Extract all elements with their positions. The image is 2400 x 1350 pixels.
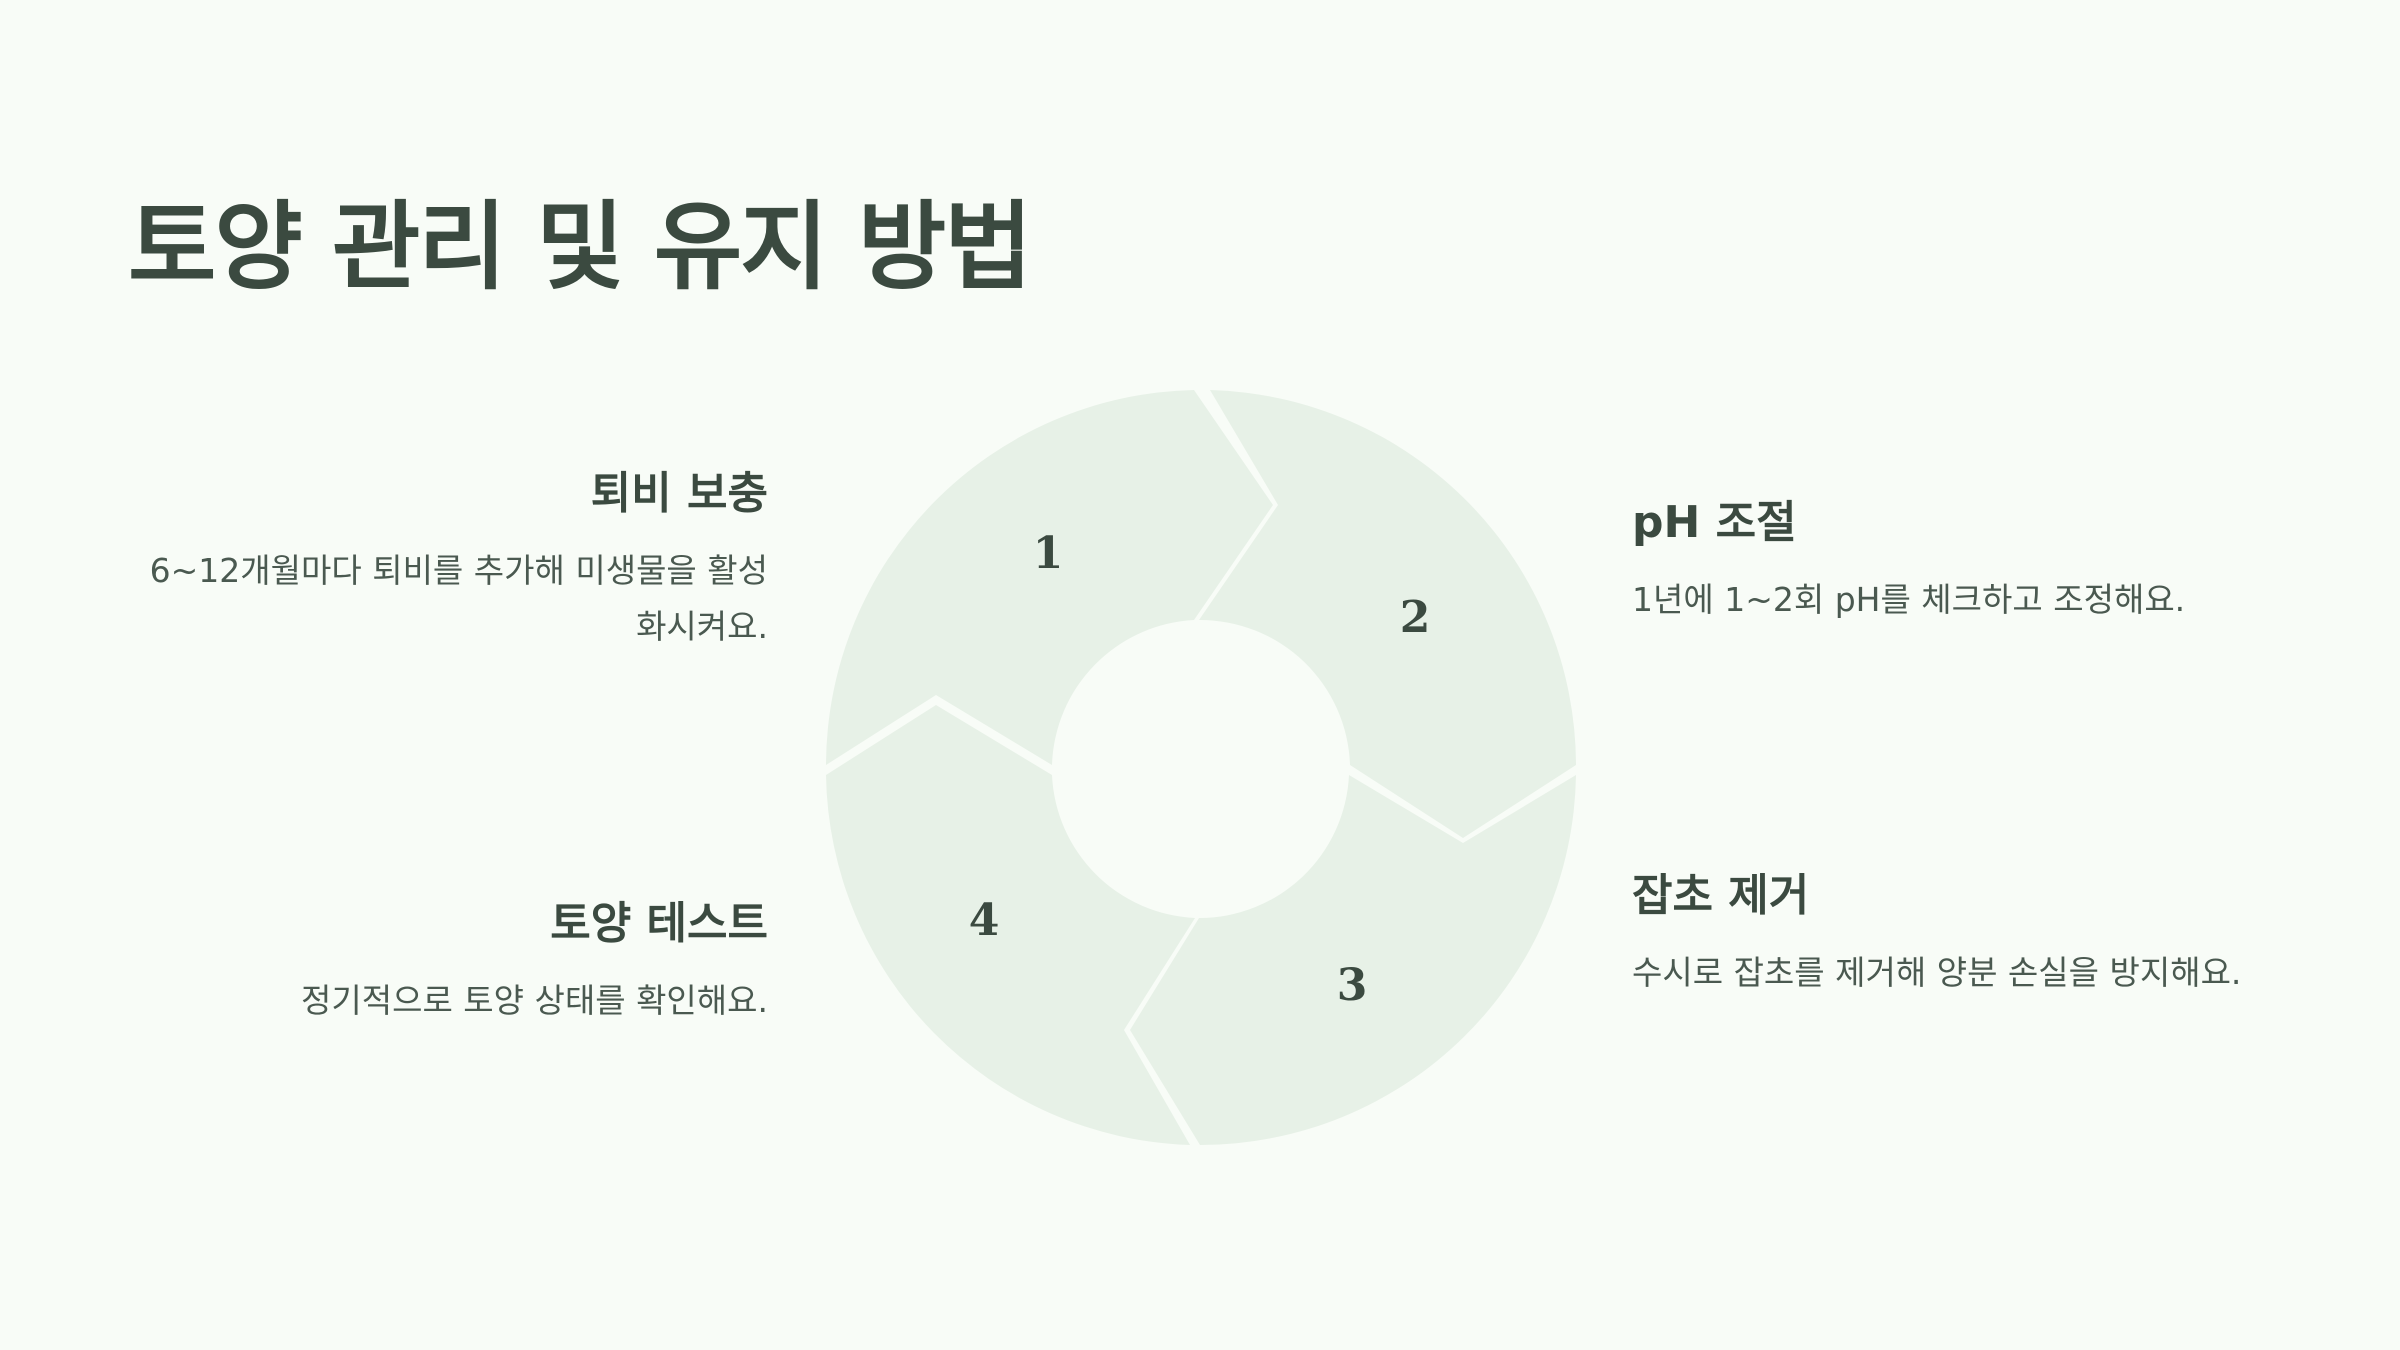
step-1-title: 퇴비 보충: [590, 468, 768, 519]
cycle-segment-4: [826, 705, 1195, 1145]
page-title: 토양 관리 및 유지 방법: [128, 191, 1033, 303]
step-number-3: 3: [1337, 960, 1368, 1011]
step-2-card: pH 조절 1년에 1~2회 pH를 체크하고 조정해요.: [1632, 497, 2272, 628]
step-3-description: 수시로 잡초를 제거해 양분 손실을 방지해요.: [1632, 952, 2242, 992]
cycle-segment-1: [826, 390, 1273, 765]
cycle-segment-2: [1199, 390, 1576, 838]
step-number-1: 1: [1033, 528, 1064, 579]
step-3-title: 잡초 제거: [1632, 870, 1810, 921]
step-2-title: pH 조절: [1632, 497, 1797, 548]
step-number-2: 2: [1400, 592, 1431, 643]
step-4-card: 토양 테스트 정기적으로 토양 상태를 확인해요.: [128, 898, 768, 1029]
step-number-4: 4: [969, 895, 1000, 946]
step-3-card: 잡초 제거 수시로 잡초를 제거해 양분 손실을 방지해요.: [1632, 870, 2272, 1001]
cycle-segment-3: [1130, 775, 1576, 1145]
step-1-card: 퇴비 보충 6~12개월마다 퇴비를 추가해 미생물을 활성화시켜요.: [128, 468, 768, 655]
step-4-description: 정기적으로 토양 상태를 확인해요.: [301, 980, 768, 1020]
step-2-description: 1년에 1~2회 pH를 체크하고 조정해요.: [1632, 579, 2186, 619]
step-4-title: 토양 테스트: [550, 898, 768, 949]
step-1-description: 6~12개월마다 퇴비를 추가해 미생물을 활성화시켜요.: [149, 550, 768, 646]
